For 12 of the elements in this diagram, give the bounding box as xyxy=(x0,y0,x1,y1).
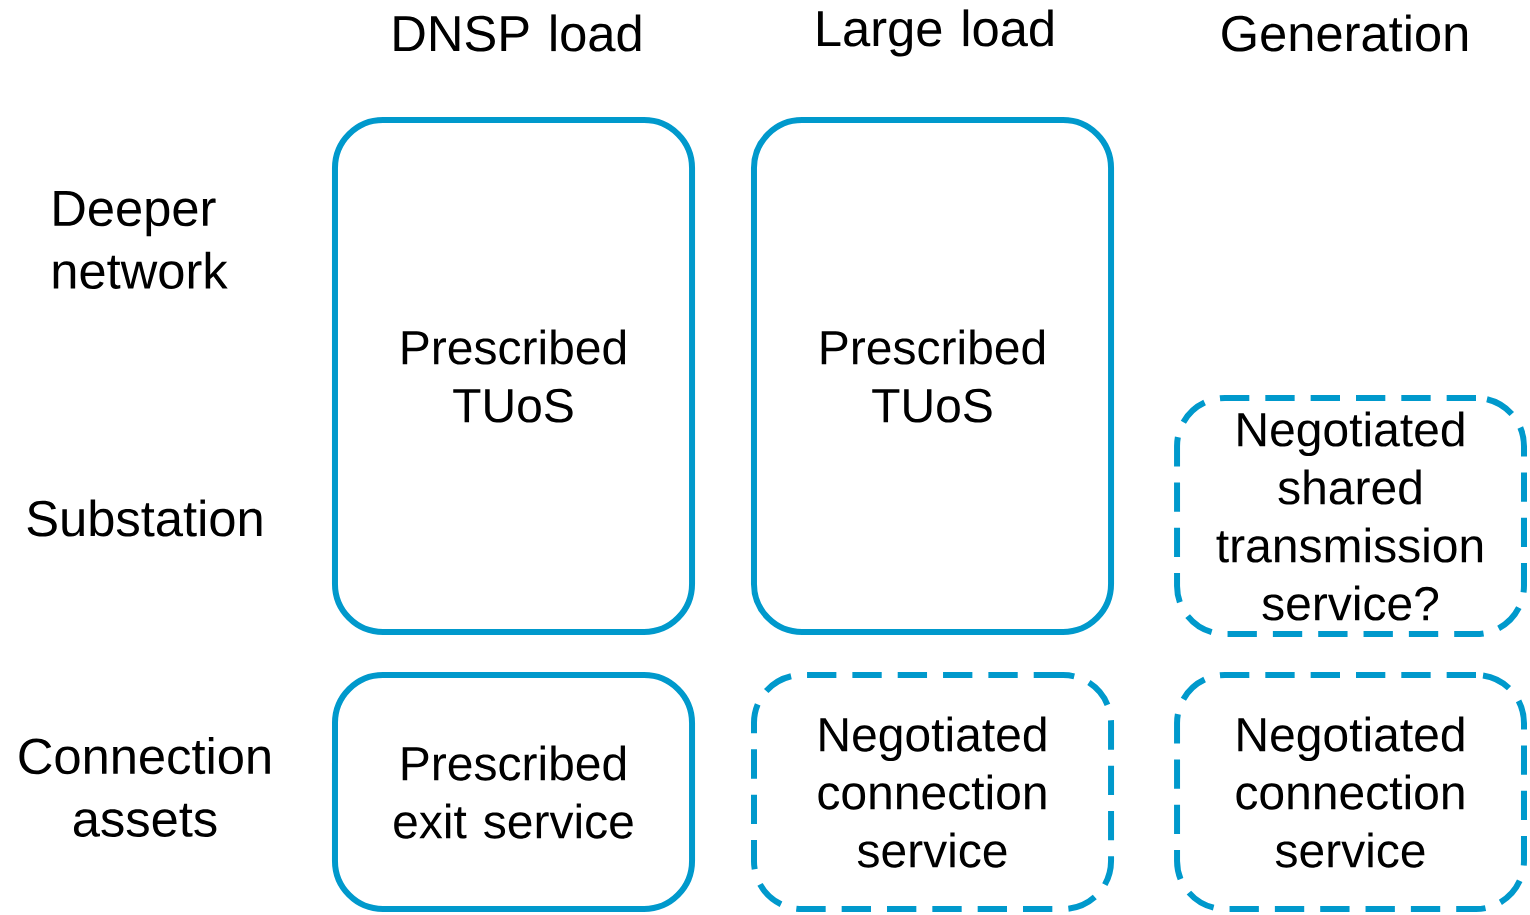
dashed-box: Negotiated shared transmission service? xyxy=(1174,395,1527,637)
dashed-box: Negotiated connection service xyxy=(1174,672,1527,912)
service-box: Prescribed TUoS xyxy=(751,117,1115,635)
column-header: Generation xyxy=(1222,14,1468,52)
column-header: DNSP load xyxy=(394,14,641,52)
service-box: Prescribed TUoS xyxy=(331,117,696,635)
row-header: Deeper network xyxy=(53,191,228,289)
dashed-box: Negotiated connection service xyxy=(751,672,1115,912)
service-box: Prescribed exit service xyxy=(331,672,696,912)
column-header: Large load xyxy=(818,9,1053,57)
row-header: Connection assets xyxy=(19,737,270,837)
row-header: Substation xyxy=(27,499,262,537)
